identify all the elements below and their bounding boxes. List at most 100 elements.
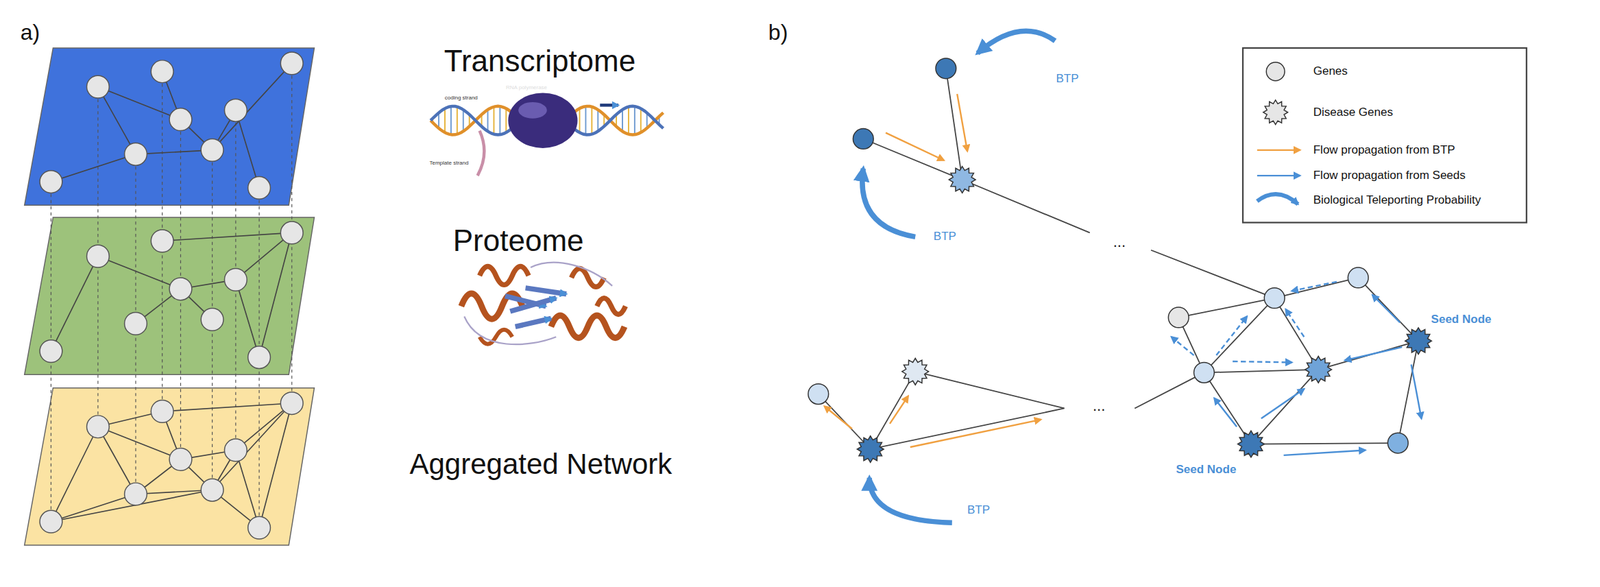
btp-label: BTP: [933, 230, 957, 244]
panel-letter: b): [768, 20, 788, 45]
gene-node: [248, 516, 271, 539]
base-pair: [462, 109, 465, 131]
gene-node: [852, 128, 874, 150]
legend-sample: [1257, 174, 1301, 177]
gene-node: [39, 510, 63, 533]
legend-box: [1242, 47, 1527, 223]
gene-edge: [1150, 250, 1275, 299]
gene-node: [280, 52, 303, 75]
network-layer: [24, 388, 315, 545]
base-pair: [450, 106, 452, 135]
seed-flow-arrow: [1291, 281, 1337, 291]
gene-node: [224, 438, 247, 462]
btp-flow-arrow: [889, 396, 909, 424]
gene-node: [248, 346, 271, 369]
gene-edge: [1318, 340, 1419, 370]
gene-edge: [235, 279, 260, 358]
gene-node: [87, 415, 110, 439]
gene-node: [248, 176, 271, 200]
seed-flow-arrow: [1171, 336, 1195, 356]
disease-gene: [1305, 356, 1332, 384]
gene-edge: [1134, 372, 1204, 408]
base-pair: [487, 109, 489, 132]
base-pair: [456, 106, 458, 135]
alpha-helix: [597, 298, 626, 315]
gene-edge: [1203, 369, 1319, 373]
gene-edge: [50, 256, 98, 351]
legend-sample: [1257, 194, 1299, 205]
base-pair: [597, 109, 599, 131]
layer-title: Aggregated Network: [409, 448, 672, 480]
gene-edge: [98, 87, 181, 120]
base-pair: [444, 108, 446, 133]
seed-node-label: Seed Node: [1175, 462, 1236, 476]
gene-node: [169, 448, 192, 471]
gene-edge: [162, 232, 293, 241]
gene-edge: [162, 403, 293, 412]
illustration-label: Template strand: [429, 160, 469, 167]
base-pair: [584, 106, 587, 135]
seed-flow-arrow: [1283, 449, 1366, 455]
gene-edge: [1178, 298, 1275, 318]
gene-node: [39, 170, 63, 194]
teleport-arrow: [977, 30, 1056, 53]
base-pair: [640, 108, 642, 133]
gene-node: [200, 308, 224, 332]
layer-title: Proteome: [453, 224, 585, 258]
gene-node: [224, 98, 247, 122]
gene-node: [808, 383, 829, 405]
legend-text: Flow propagation from Seeds: [1313, 169, 1466, 183]
gene-edge: [50, 154, 136, 182]
legend: [1242, 47, 1527, 223]
protein-loop: [464, 262, 613, 345]
gene-node: [87, 244, 110, 268]
gene-edge: [50, 426, 98, 521]
gene-node: [150, 400, 174, 423]
gene-node: [1264, 287, 1285, 309]
legend-sample: [1266, 62, 1285, 81]
seed-flow-arrow: [1411, 364, 1422, 419]
legend-sample: [1263, 100, 1289, 125]
panel-letter: a): [20, 20, 40, 45]
gene-node: [200, 138, 224, 162]
gene-node: [1387, 432, 1409, 454]
rna-polymerase: [518, 102, 548, 119]
base-pair: [505, 108, 507, 133]
btp-label: BTP: [1055, 71, 1079, 86]
gene-node: [150, 229, 174, 253]
beta-sheet: [515, 318, 552, 327]
alpha-helix: [551, 315, 625, 338]
beta-sheet: [525, 287, 567, 295]
protein-illustration: [461, 262, 626, 345]
network-layer: [24, 47, 315, 205]
gene-node: [150, 60, 174, 83]
seed-node-label: Seed Node: [1431, 313, 1492, 327]
gene-edge: [1203, 298, 1275, 373]
gene-edge: [1274, 277, 1359, 299]
gene-edge: [818, 394, 871, 450]
seed-flow-arrow: [1232, 361, 1292, 362]
base-pair: [499, 106, 501, 135]
illustration-label: coding strand: [444, 94, 478, 101]
ellipsis: ...: [1113, 233, 1126, 251]
btp-flow-arrow: [824, 405, 853, 429]
seed-flow-arrow: [1372, 294, 1400, 323]
gene-node: [124, 482, 148, 506]
network-layer: [24, 217, 315, 375]
base-pair: [627, 106, 630, 135]
disease-gene: [1238, 430, 1265, 458]
gene-node: [280, 221, 303, 245]
gene-edge: [259, 403, 293, 528]
base-pair: [621, 109, 624, 132]
legend-text: Genes: [1313, 65, 1348, 79]
gene-node: [124, 312, 148, 336]
disease-gene: [856, 435, 884, 463]
seed-flow-arrow: [1214, 398, 1237, 428]
gene-edge: [915, 371, 1064, 409]
legend-sample: [1257, 149, 1301, 151]
gene-edge: [235, 110, 260, 188]
gene-node: [200, 478, 224, 502]
gene-node: [1347, 267, 1369, 288]
gene-node: [1168, 307, 1189, 328]
